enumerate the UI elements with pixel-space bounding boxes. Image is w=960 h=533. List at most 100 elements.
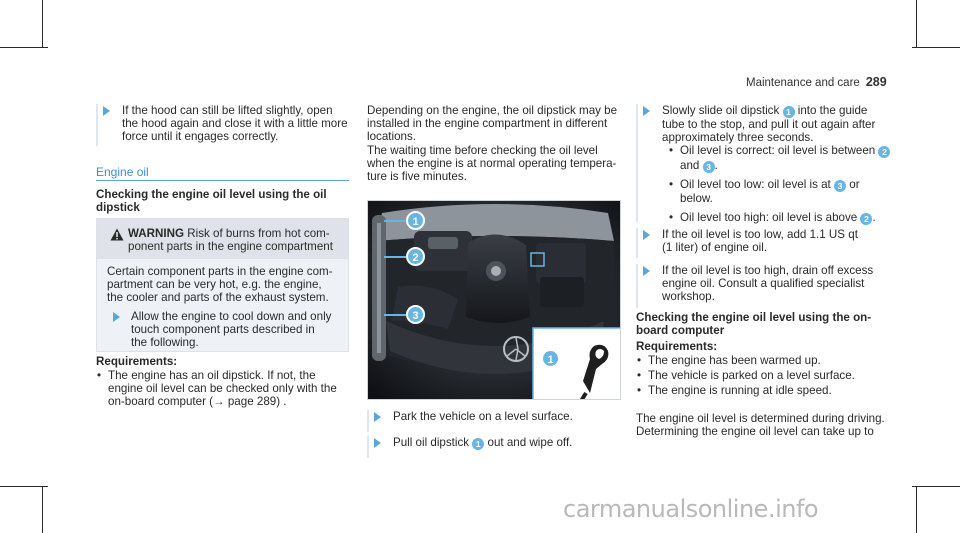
- callout-badge: 3: [834, 180, 847, 193]
- crop-mark: [42, 0, 43, 48]
- step-text: Pull oil dipstick 1 out and wipe off.: [393, 436, 623, 450]
- intro-step-text: If the hood can still be lifted slightly…: [122, 104, 352, 144]
- step-park: Park the vehicle on a level surface.: [367, 410, 623, 432]
- text-line: tube to the stop, and pull it out again …: [662, 118, 876, 131]
- text-line: ture is five minutes.: [367, 170, 467, 184]
- text-run: and: [680, 159, 700, 173]
- col2-paragraph: Depending on the engine, the oil dipstic…: [367, 104, 627, 183]
- text-line: dipstick: [96, 201, 140, 215]
- photo-callout-1: 1: [406, 211, 425, 230]
- text-line: If the oil level is too low, add 1.1 US …: [662, 228, 858, 241]
- watermark: carmanualsonline.info: [563, 495, 819, 523]
- text-run: or: [849, 178, 860, 192]
- engine-compartment-photo: 1 2 3 1: [367, 200, 621, 400]
- text-run: Slowly slide oil dipstick: [662, 104, 780, 117]
- text-line: workshop.: [662, 290, 715, 304]
- text-line: (1 liter) of engine oil.: [662, 241, 768, 255]
- callout-leader: [384, 314, 406, 316]
- section-rule: [96, 180, 349, 181]
- warning-box: WARNING Risk of burns from hot com- pone…: [96, 218, 349, 352]
- crop-mark: [0, 486, 48, 487]
- text-line: the hood again and close it with a littl…: [122, 117, 348, 131]
- photo-callout-3: 3: [406, 305, 425, 324]
- step-text: Park the vehicle on a level surface.: [393, 410, 573, 423]
- text-line: Determining the engine oil level can tak…: [636, 425, 874, 439]
- list-item: The engine has an oil dipstick. If not, …: [96, 369, 354, 409]
- crop-mark: [916, 0, 917, 48]
- callout-badge: 3: [702, 161, 715, 174]
- requirements-list: The engine has an oil dipstick. If not, …: [96, 369, 354, 409]
- text-line: Checking the engine oil level using the …: [636, 311, 872, 324]
- callout-leader: [384, 256, 406, 258]
- step-arrow-icon: [113, 312, 120, 322]
- callout-leader: [384, 220, 406, 222]
- intro-step: If the hood can still be lifted slightly…: [96, 104, 352, 146]
- text-line: engine oil level can be checked only wit…: [108, 382, 337, 396]
- text-line: The engine oil level is determined durin…: [636, 412, 885, 425]
- sub-heading-onboard: Checking the engine oil level using the …: [636, 311, 898, 337]
- step-pull-dipstick: Pull oil dipstick 1 out and wipe off.: [367, 436, 623, 458]
- text-line: below.: [680, 192, 713, 206]
- photo-callout-2: 2: [406, 247, 425, 266]
- step-arrow-icon: [643, 106, 650, 116]
- text-line: touch component parts described in: [131, 323, 315, 337]
- text-line: WARNING Risk of burns from hot com-: [128, 227, 346, 240]
- oil-level-list: Oil level is correct: oil level is betwe…: [668, 144, 898, 225]
- text-line: board computer: [636, 324, 725, 338]
- step-rule: [96, 104, 98, 146]
- crop-mark: [912, 486, 960, 487]
- text-line: Oil level is correct: oil level is betwe…: [680, 144, 898, 159]
- list-item: The engine is running at idle speed.: [636, 384, 898, 397]
- warning-head-line: Risk of burns from hot com-: [187, 227, 330, 240]
- crop-mark: [912, 47, 960, 48]
- text-line: and 3.: [680, 159, 718, 174]
- text-run: out and wipe off.: [487, 436, 573, 449]
- step-slide-dipstick: Slowly slide oil dipstick 1 into the gui…: [636, 104, 898, 225]
- list-item: The vehicle is parked on a level surface…: [636, 369, 898, 382]
- step-rule: [636, 264, 638, 308]
- text-line: The engine has an oil dipstick. If not, …: [108, 369, 316, 382]
- step-drain-oil: If the oil level is too high, drain off …: [636, 264, 898, 308]
- step-rule: [636, 228, 638, 258]
- callout-badge: 1: [472, 438, 485, 450]
- step-arrow-icon: [374, 412, 381, 422]
- callout-badge: 2: [860, 212, 873, 225]
- step-rule: [636, 104, 638, 222]
- text-run: Pull oil dipstick: [393, 436, 470, 449]
- header-section: Maintenance and care: [746, 77, 860, 89]
- warning-head-text: WARNING Risk of burns from hot com- pone…: [128, 227, 346, 253]
- engine-illustration: [368, 201, 620, 399]
- step-text: Slowly slide oil dipstick 1 into the gui…: [662, 104, 898, 225]
- callout-badge: 2: [878, 146, 891, 159]
- text-line: Certain component parts in the engine co…: [107, 265, 333, 278]
- requirements-label: Requirements:: [636, 340, 718, 353]
- text-run: Oil level is correct: oil level is betwe…: [680, 144, 876, 158]
- callout-badge: 1: [782, 106, 795, 118]
- text-line: on-board computer (→ page 289) .: [108, 395, 287, 409]
- crop-mark: [42, 486, 43, 533]
- list-item: Oil level too low: oil level is at 3 or …: [668, 178, 898, 205]
- text-line: approximately three seconds.: [662, 131, 814, 145]
- final-paragraph: The engine oil level is determined durin…: [636, 412, 898, 438]
- text-line: If the oil level is too high, drain off …: [662, 264, 874, 277]
- warning-triangle-icon: [110, 228, 124, 241]
- text-line: Checking the engine oil level using the …: [96, 188, 327, 201]
- warning-step: Allow the engine to cool down and only t…: [131, 310, 347, 350]
- text-line: Slowly slide oil dipstick 1 into the gui…: [662, 104, 898, 118]
- text-line: the cooler and parts of the exhaust syst…: [107, 291, 329, 305]
- text-line: when the engine is at normal operating t…: [367, 156, 617, 170]
- step-rule: [367, 436, 369, 458]
- sub-heading: Checking the engine oil level using the …: [96, 188, 352, 214]
- page-number: 289: [865, 75, 887, 89]
- text-line: Oil level too high: oil level is above 2…: [680, 210, 876, 225]
- step-rule: [367, 410, 369, 432]
- step-add-oil: If the oil level is too low, add 1.1 US …: [636, 228, 898, 258]
- list-item: The engine has been warmed up.: [636, 354, 898, 367]
- text-line: partment can be very hot, e.g. the engin…: [107, 278, 322, 292]
- requirements-label: Requirements:: [96, 355, 178, 368]
- step-arrow-icon: [643, 266, 650, 276]
- text-line: engine oil. Consult a qualified speciali…: [662, 277, 865, 291]
- text-line: Allow the engine to cool down and only: [131, 310, 332, 323]
- crop-mark: [0, 47, 48, 48]
- step-text: If the oil level is too low, add 1.1 US …: [662, 228, 898, 254]
